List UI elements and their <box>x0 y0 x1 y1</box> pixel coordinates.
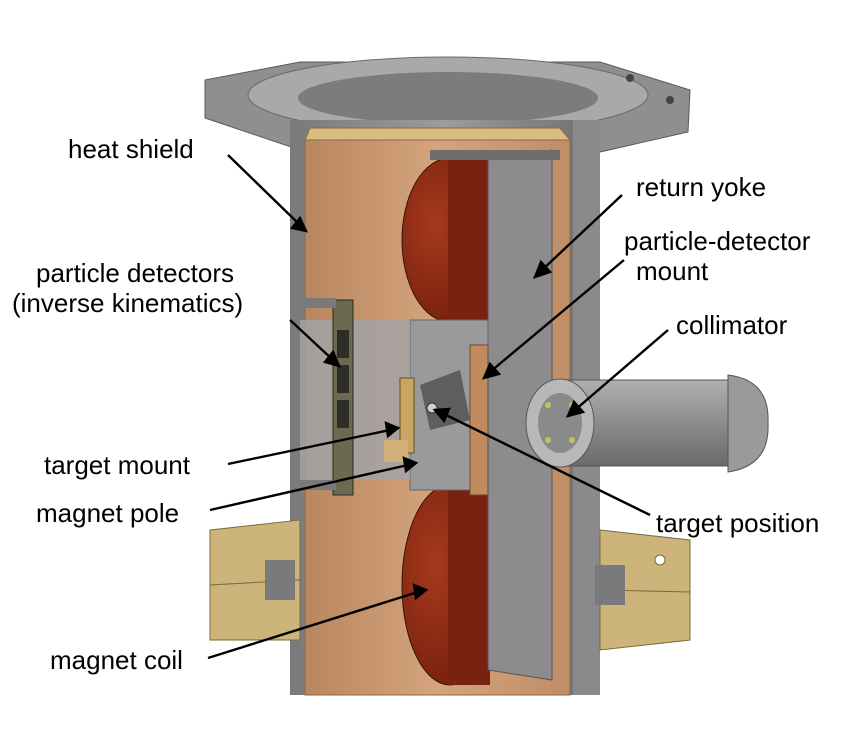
arrow-magnet-coil <box>207 583 429 660</box>
label-magnet-pole: magnet pole <box>36 498 180 528</box>
particle-detector-strip <box>300 298 354 496</box>
label-detector-mount-line1: particle-detector <box>624 226 811 256</box>
label-magnet-coil: magnet coil <box>50 645 183 675</box>
arrow-collimator <box>565 329 669 418</box>
detector-mount-plate <box>469 344 489 496</box>
label-detector-mount-line2: mount <box>636 256 709 286</box>
arrow-detector-mount <box>481 259 625 380</box>
arrow-particle-detectors <box>289 319 342 368</box>
label-target-position: target position <box>656 508 820 538</box>
arrow-magnet-pole <box>209 456 419 512</box>
arrow-return-yoke <box>532 194 623 279</box>
label-particle-detectors-line1: particle detectors <box>36 258 234 288</box>
arrow-target-position <box>432 407 651 517</box>
leader-lines <box>207 154 669 660</box>
return-yoke-plate <box>430 149 560 681</box>
label-heat-shield: heat shield <box>68 134 194 164</box>
bottom-clamp <box>209 519 691 651</box>
label-collimator: collimator <box>676 310 788 340</box>
label-return-yoke: return yoke <box>636 172 767 202</box>
label-target-mount: target mount <box>44 450 190 480</box>
arrow-heat-shield <box>227 154 309 233</box>
upper-magnet-coil <box>401 157 499 323</box>
collimator-tube <box>525 374 769 473</box>
magnet-pole-body <box>300 319 489 491</box>
target-mount-part <box>384 377 415 462</box>
label-particle-detectors-line2: (inverse kinematics) <box>12 288 244 318</box>
arrow-target-mount <box>227 421 401 466</box>
